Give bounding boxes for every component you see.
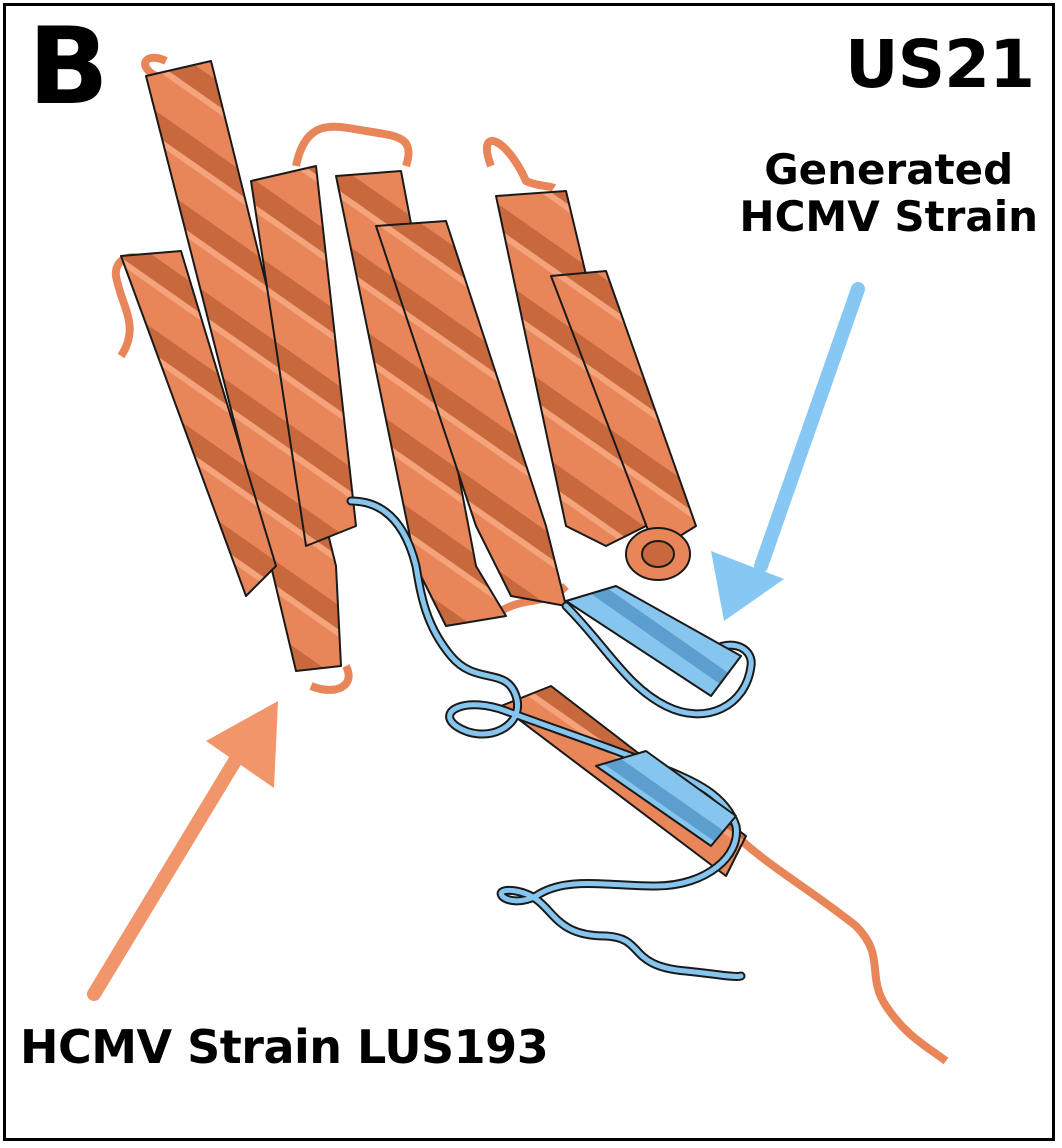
- protein-name: US21: [845, 26, 1035, 103]
- reference-helix: [550, 270, 697, 552]
- generated-coil: [563, 603, 754, 717]
- reference-loop: [141, 53, 168, 80]
- generated-helix: [595, 750, 737, 847]
- reference-structure: [111, 53, 949, 1065]
- reference-loop: [483, 137, 557, 192]
- structure-overlay: [87, 53, 949, 1065]
- reference-tail: [723, 823, 949, 1065]
- panel-letter: B: [28, 5, 109, 128]
- generated-strain-label: Generated HCMV Strain: [739, 146, 1038, 240]
- generated-label-line1: Generated: [764, 145, 1014, 194]
- reference-helix: [495, 190, 647, 547]
- reference-arrow: [87, 701, 278, 1001]
- reference-loop: [309, 664, 353, 694]
- figure-panel: B US21 Generated HCMV Strain HCMV Strain…: [3, 3, 1055, 1141]
- reference-helix: [250, 165, 357, 547]
- reference-loop: [292, 122, 413, 168]
- reference-helix: [120, 250, 277, 597]
- generated-helix: [565, 585, 742, 697]
- generated-arrow: [711, 282, 865, 621]
- reference-strain-label: HCMV Strain LUS193: [20, 1020, 549, 1074]
- generated-structure: [346, 496, 756, 981]
- generated-label-line2: HCMV Strain: [739, 192, 1038, 242]
- reference-helix-end: [641, 540, 675, 568]
- generated-coil: [348, 498, 744, 979]
